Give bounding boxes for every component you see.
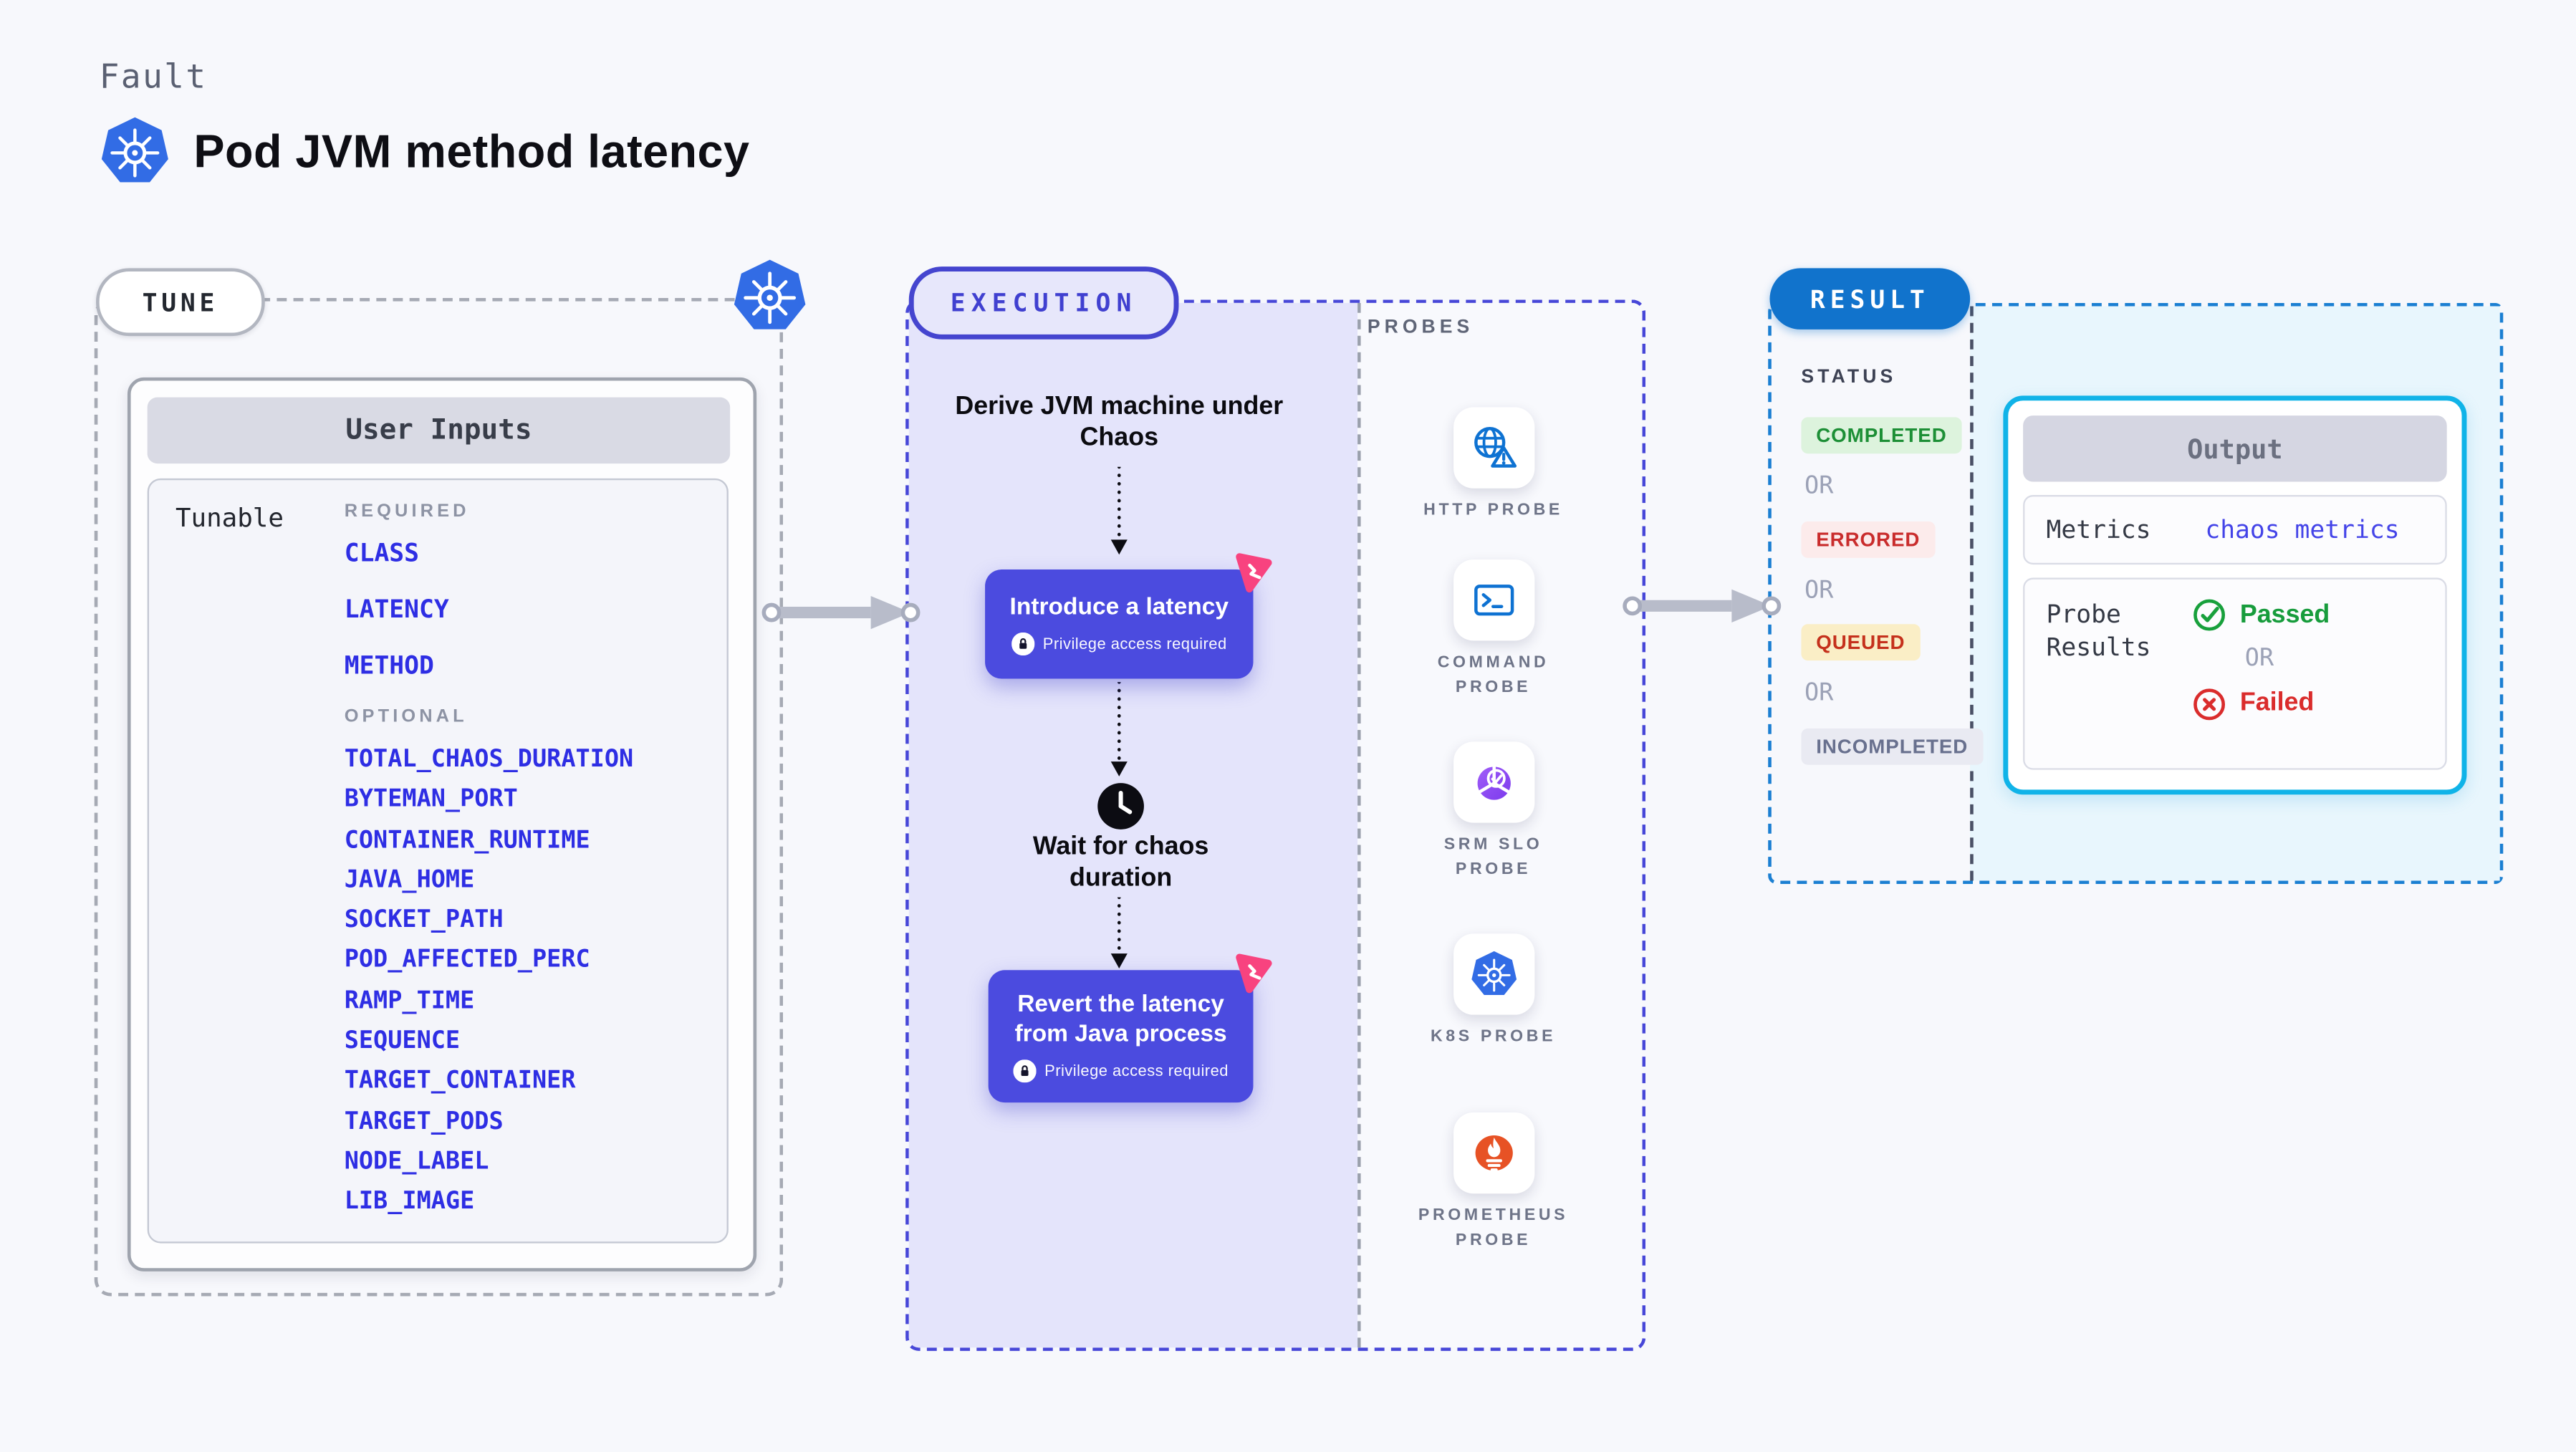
down-arrow [1110, 682, 1128, 777]
metrics-row: Metrics chaos metrics [2023, 495, 2447, 565]
status-badge-incompleted: INCOMPLETED [1801, 727, 1984, 764]
user-inputs-card: User Inputs Tunable REQUIRED CLASS LATEN… [127, 377, 757, 1271]
failed-row: Failed [2192, 686, 2315, 721]
down-arrow [1110, 466, 1128, 555]
optional-label: OPTIONAL [344, 706, 468, 727]
litmus-chaos-icon [1229, 948, 1278, 996]
probe-results-label: Probe Results [2046, 599, 2151, 663]
probe-card [1452, 1112, 1534, 1194]
command-probe-icon [1468, 574, 1519, 626]
parameter-list: REQUIRED CLASS LATENCY METHOD OPTIONAL T… [344, 501, 634, 1231]
revert-latency-button[interactable]: Revert the latency from Java process Pri… [988, 970, 1254, 1103]
output-card: Output Metrics chaos metrics Probe Resul… [2003, 395, 2467, 795]
optional-param: TARGET_PODS [344, 1108, 504, 1135]
fault-kicker: Fault [99, 56, 208, 97]
optional-param: RAMP_TIME [344, 988, 475, 1015]
tunable-panel: Tunable REQUIRED CLASS LATENCY METHOD OP… [147, 478, 729, 1244]
or-label: OR [1804, 680, 1834, 707]
prometheus-probe-icon [1468, 1128, 1519, 1179]
or-label: OR [2244, 645, 2274, 673]
or-label: OR [1804, 473, 1834, 500]
derive-step-label: Derive JVM machine under Chaos [955, 392, 1284, 451]
execution-pill: EXECUTION [908, 266, 1179, 340]
metrics-label: Metrics [2046, 514, 2151, 545]
optional-param: LIB_IMAGE [344, 1188, 475, 1216]
optional-param: CONTAINER_RUNTIME [344, 827, 590, 854]
probe-card [1452, 933, 1534, 1015]
check-circle-icon [2192, 597, 2227, 633]
status-badge-queued: QUEUED [1801, 624, 1921, 661]
k8s-probe-icon [1469, 951, 1517, 999]
probe-card [1452, 559, 1534, 641]
optional-param: BYTEMAN_PORT [344, 787, 518, 814]
status-badge-completed: COMPLETED [1801, 417, 1962, 454]
tune-pill: TUNE [96, 268, 265, 337]
probe-label: HTTP PROBE [1423, 501, 1563, 520]
metrics-value: chaos metrics [2205, 514, 2400, 545]
passed-label: Passed [2239, 600, 2330, 629]
optional-param: POD_AFFECTED_PERC [344, 948, 590, 975]
probe-item-command: COMMAND PROBE [1414, 559, 1573, 700]
tune-section [94, 297, 784, 1297]
x-circle-icon [2192, 686, 2227, 721]
optional-param: NODE_LABEL [344, 1148, 489, 1175]
litmus-chaos-icon [1229, 547, 1278, 595]
optional-param: TOTAL_CHAOS_DURATION [344, 746, 634, 774]
probe-results-row: Probe Results Passed OR Failed [2023, 577, 2447, 770]
http-probe-icon [1468, 422, 1519, 473]
passed-row: Passed [2192, 597, 2330, 633]
status-label: STATUS [1801, 367, 1897, 388]
srm-slo-probe-icon [1468, 756, 1519, 808]
optional-param: SOCKET_PATH [344, 907, 504, 934]
status-list: COMPLETED OR ERRORED OR QUEUED OR INCOMP… [1801, 417, 1984, 764]
introduce-latency-button[interactable]: Introduce a latency Privilege access req… [985, 569, 1254, 679]
privilege-note: Privilege access required [1013, 1059, 1229, 1082]
introduce-latency-label: Introduce a latency [1009, 594, 1229, 621]
required-param: METHOD [344, 650, 434, 681]
kubernetes-icon [100, 116, 170, 187]
probe-label: COMMAND PROBE [1437, 653, 1549, 696]
probe-item-prometheus: PROMETHEUS PROBE [1414, 1112, 1573, 1253]
or-label: OR [1804, 577, 1834, 604]
required-label: REQUIRED [344, 501, 470, 521]
lock-icon [1011, 633, 1034, 655]
probe-label: PROMETHEUS PROBE [1418, 1206, 1569, 1249]
optional-param: TARGET_CONTAINER [344, 1068, 576, 1095]
probe-item-srm-slo: SRM SLO PROBE [1414, 741, 1573, 882]
probe-card [1452, 407, 1534, 489]
probe-card [1452, 741, 1534, 823]
wait-step-label: Wait for chaos duration [1032, 832, 1209, 892]
probe-label: SRM SLO PROBE [1443, 836, 1543, 879]
result-pill: RESULT [1769, 268, 1971, 330]
page-title: Pod JVM method latency [193, 125, 750, 178]
kubernetes-icon [731, 259, 807, 335]
probes-label: PROBES [1367, 317, 1474, 338]
required-param: LATENCY [344, 594, 449, 625]
failed-label: Failed [2239, 688, 2315, 717]
probe-results-values: Passed OR Failed [2192, 597, 2330, 721]
tune-to-execution-arrow [761, 591, 921, 634]
revert-latency-label: Revert the latency from Java process [1014, 991, 1227, 1048]
clock-icon [1096, 782, 1145, 831]
output-header: Output [2023, 415, 2447, 482]
user-inputs-header: User Inputs [147, 397, 731, 464]
probe-label: K8S PROBE [1430, 1028, 1557, 1047]
probe-item-k8s: K8S PROBE [1414, 933, 1573, 1050]
optional-param: JAVA_HOME [344, 867, 475, 894]
execution-to-result-arrow [1623, 585, 1782, 628]
status-badge-errored: ERRORED [1801, 520, 1936, 557]
lock-icon [1013, 1059, 1036, 1082]
probe-item-http: HTTP PROBE [1414, 407, 1573, 524]
optional-param: SEQUENCE [344, 1028, 461, 1055]
tunable-label: Tunable [175, 503, 284, 534]
required-param: CLASS [344, 538, 420, 568]
privilege-note: Privilege access required [1011, 633, 1227, 655]
down-arrow [1110, 897, 1128, 968]
